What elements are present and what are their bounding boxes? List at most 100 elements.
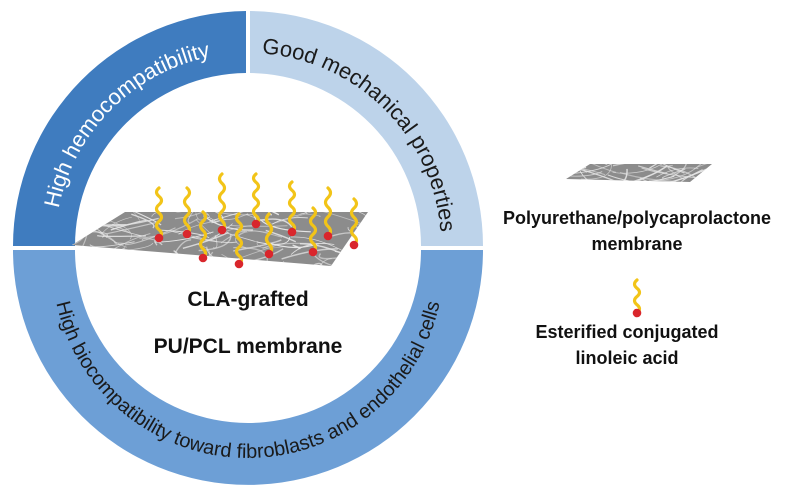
membrane-fiber bbox=[99, 217, 159, 227]
membrane-fiber bbox=[191, 236, 238, 244]
membrane-fiber bbox=[566, 164, 587, 169]
membrane-fiber bbox=[625, 165, 668, 182]
membrane-fiber bbox=[234, 265, 291, 266]
membrane-fiber bbox=[120, 254, 152, 265]
grafted-cla-chain bbox=[264, 212, 274, 259]
membrane-fiber bbox=[267, 199, 270, 205]
legend-cla-label-line-2: linoleic acid bbox=[575, 348, 678, 368]
cla-chain bbox=[264, 212, 274, 256]
center-title-line-1: CLA-grafted bbox=[187, 288, 308, 311]
grafted-cla-chain bbox=[217, 172, 227, 235]
membrane-fiber bbox=[652, 168, 707, 182]
membrane-fiber bbox=[100, 216, 132, 235]
membrane-fiber bbox=[110, 219, 147, 231]
membrane-fiber bbox=[97, 231, 127, 248]
membrane-fiber bbox=[265, 229, 297, 243]
ester-dot bbox=[349, 240, 359, 250]
membrane-fiber bbox=[615, 168, 628, 182]
grafted-cla-chain bbox=[251, 172, 261, 229]
membrane-fiber bbox=[191, 207, 218, 209]
grafted-cla-chain bbox=[154, 186, 164, 243]
membrane-fiber bbox=[111, 267, 142, 276]
cla-chain bbox=[287, 180, 297, 234]
ester-dot bbox=[217, 225, 227, 235]
membrane-fiber bbox=[268, 212, 326, 225]
membrane-fiber bbox=[187, 212, 201, 224]
membrane-fiber bbox=[114, 258, 122, 266]
ester-dot bbox=[287, 227, 297, 237]
membrane-fiber bbox=[290, 236, 346, 253]
membrane-fiber bbox=[640, 177, 682, 182]
membrane-fiber bbox=[97, 234, 147, 237]
membrane-fiber bbox=[107, 219, 132, 240]
cla-chain bbox=[198, 210, 208, 260]
membrane-fiber bbox=[260, 219, 311, 233]
membrane-fiber bbox=[120, 256, 130, 261]
membrane-fiber bbox=[594, 181, 619, 182]
membrane-fiber bbox=[90, 261, 151, 266]
membrane-fiber bbox=[89, 241, 135, 248]
cla-chains bbox=[154, 172, 359, 269]
cla-chain bbox=[234, 212, 244, 266]
ring-segment-hemocompatibility bbox=[13, 11, 246, 246]
membrane-fiber bbox=[566, 165, 571, 181]
legend-cla-chain bbox=[632, 278, 642, 318]
ester-dot bbox=[323, 231, 333, 241]
membrane-fiber bbox=[158, 257, 170, 261]
membrane-fiber bbox=[266, 261, 285, 266]
cla-chain bbox=[154, 186, 164, 240]
membrane-fiber bbox=[174, 239, 192, 254]
membrane-fiber bbox=[577, 164, 617, 173]
membrane-fiber bbox=[77, 220, 91, 228]
cla-chain bbox=[632, 278, 642, 315]
grafted-cla-chain bbox=[287, 180, 297, 237]
membrane-fiber bbox=[304, 198, 315, 206]
membrane-fiber bbox=[99, 250, 159, 266]
membrane-fiber bbox=[92, 247, 126, 259]
membrane-fiber bbox=[207, 263, 254, 266]
cla-chain bbox=[323, 186, 333, 238]
membrane-fiber bbox=[233, 239, 282, 252]
grafted-cla-chain bbox=[349, 197, 359, 250]
membrane-fiber bbox=[150, 254, 195, 266]
membrane-fiber bbox=[211, 223, 233, 241]
legend-membrane: Polyurethane/polycaprolactone membrane bbox=[503, 145, 771, 254]
membrane-fiber bbox=[206, 224, 255, 242]
ester-dot bbox=[632, 308, 642, 318]
membrane-fiber bbox=[212, 235, 218, 249]
membrane-fiber bbox=[212, 257, 226, 266]
membrane-fiber bbox=[678, 169, 703, 182]
membrane-fiber bbox=[543, 146, 597, 161]
membrane-fiber bbox=[667, 164, 685, 181]
membrane-fiber bbox=[256, 240, 286, 249]
membrane-fiber bbox=[234, 231, 247, 249]
membrane-fiber bbox=[121, 260, 130, 266]
ester-dot bbox=[308, 247, 318, 257]
membrane-fiber bbox=[566, 171, 603, 177]
grafted-cla-chain bbox=[234, 212, 244, 269]
membrane-fiber bbox=[712, 161, 763, 179]
legend-cla-label-line-1: Esterified conjugated bbox=[535, 322, 718, 342]
grafted-cla-chain bbox=[198, 210, 208, 263]
cla-chain bbox=[182, 186, 192, 236]
cla-chain bbox=[308, 206, 318, 254]
membrane-fiber bbox=[572, 164, 589, 166]
ester-dot bbox=[264, 249, 274, 259]
membrane-fiber bbox=[206, 212, 256, 213]
membrane-fiber bbox=[656, 167, 699, 178]
legend-membrane-label-line-2: membrane bbox=[591, 234, 682, 254]
membrane-fiber bbox=[154, 239, 163, 246]
membrane-fiber bbox=[702, 170, 712, 182]
membrane-fiber bbox=[131, 213, 155, 229]
membrane-fiber bbox=[258, 218, 293, 228]
membrane-fiber bbox=[641, 167, 699, 179]
membrane-fiber bbox=[649, 160, 690, 162]
membrane-fiber bbox=[198, 212, 256, 216]
membrane-fiber bbox=[211, 212, 224, 224]
membrane-fiber bbox=[600, 145, 618, 161]
membrane-fiber bbox=[110, 212, 140, 221]
membrane-fiber bbox=[568, 164, 608, 166]
ring-segment-biocompatibility bbox=[13, 250, 483, 485]
membrane-fiber bbox=[610, 181, 657, 182]
